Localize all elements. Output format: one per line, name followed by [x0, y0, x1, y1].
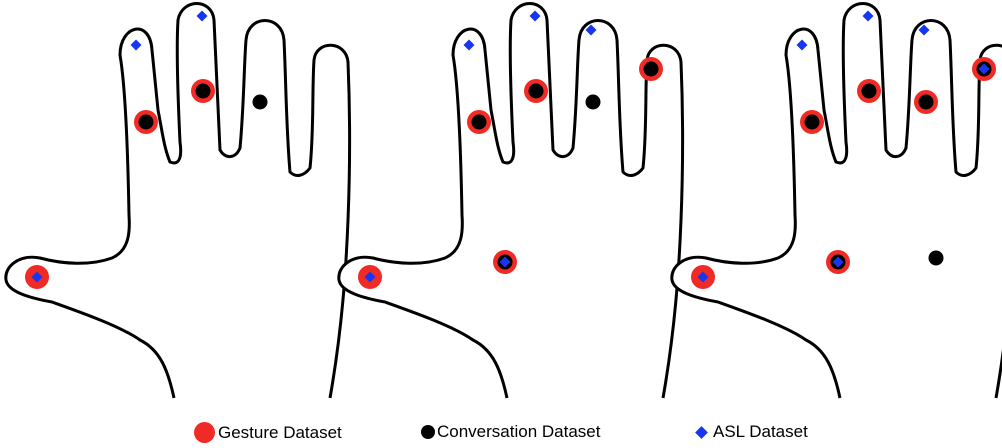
hand-outline — [337, 2, 684, 400]
asl-marker-middle_tip — [529, 10, 541, 22]
legend-label-conversation: Conversation Dataset — [437, 422, 601, 441]
hand-markers — [358, 10, 663, 289]
gesture-marker-icon — [194, 422, 215, 443]
conversation-marker-ring_mid — [585, 94, 601, 110]
hand-panel-right — [670, 2, 1002, 400]
conversation-marker-ring_mid — [252, 94, 268, 110]
hand-panel-middle — [337, 2, 684, 400]
asl-marker-palm — [499, 256, 511, 268]
legend-item-gesture: Gesture Dataset — [194, 422, 342, 443]
asl-marker-pinky_tip — [978, 63, 990, 75]
hand-marker-figure — [4, 2, 1002, 400]
conversation-marker-icon — [421, 425, 435, 439]
legend-item-asl: ASL Dataset — [695, 422, 808, 442]
asl-marker-thumb — [697, 271, 709, 283]
asl-marker-index_tip — [796, 39, 808, 51]
conversation-marker-index_mid — [471, 114, 487, 130]
asl-marker-palm — [832, 256, 844, 268]
conversation-marker-pinky_tip — [643, 61, 659, 77]
asl-marker-thumb — [31, 271, 43, 283]
asl-marker-ring_tip — [585, 24, 597, 36]
asl-marker-ring_tip — [918, 24, 930, 36]
legend-label-gesture: Gesture Dataset — [218, 422, 342, 442]
conversation-marker-ring_mid — [918, 94, 934, 110]
asl-marker-middle_tip — [862, 10, 874, 22]
conversation-marker-index_mid — [804, 114, 820, 130]
asl-marker-icon — [695, 425, 708, 439]
asl-marker-index_tip — [463, 39, 475, 51]
conversation-marker-middle_mid — [195, 83, 211, 99]
asl-marker-index_tip — [130, 39, 142, 51]
hand-outline — [670, 2, 1002, 400]
conversation-marker-middle_mid — [861, 83, 877, 99]
hand-outline — [4, 2, 352, 400]
conversation-marker-index_mid — [138, 114, 154, 130]
legend-item-conversation: Conversation Dataset — [421, 422, 600, 442]
conversation-marker-middle_mid — [528, 83, 544, 99]
conversation-marker-palm_right — [928, 250, 944, 266]
hand-markers — [691, 10, 996, 289]
legend-label-asl: ASL Dataset — [713, 422, 808, 441]
hand-markers — [25, 10, 268, 289]
hand-panel-left — [4, 2, 352, 400]
asl-marker-thumb — [364, 271, 376, 283]
asl-marker-middle_tip — [196, 10, 208, 22]
legend: Gesture Dataset Conversation Dataset ASL… — [0, 420, 1002, 448]
